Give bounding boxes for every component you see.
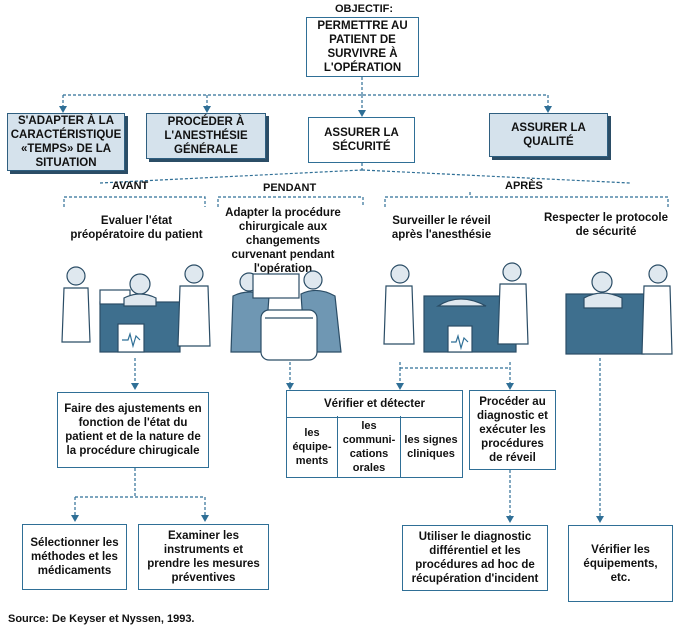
task-adapt-procedure: Adapter la procédure chirurgicale aux ch… xyxy=(225,207,341,275)
action-verify-detect: Vérifier et détecter xyxy=(286,390,463,478)
scene-surgery xyxy=(230,270,342,361)
action-select-methods: Sélectionner les méthodes et les médicam… xyxy=(22,524,127,590)
verify-cell-communications: les communi-cations orales xyxy=(338,416,401,477)
action-diagnose: Procéder au diagnostic et exécuter les p… xyxy=(469,390,556,470)
goal-anesthesia: PROCÉDER À L'ANESTHÉSIE GÉNÉRALE xyxy=(146,113,266,159)
phase-after: APRÈS xyxy=(505,180,543,192)
scene-wakeup-monitoring xyxy=(383,262,529,353)
source-note: Source: De Keyser et Nyssen, 1993. xyxy=(8,613,195,625)
goal-security: ASSURER LA SÉCURITÉ xyxy=(308,117,415,163)
verify-cell-clinical-signs: les signes cliniques xyxy=(404,433,458,460)
verify-detect-title: Vérifier et détecter xyxy=(287,391,462,418)
action-adjustments: Faire des ajustements en fonction de l'é… xyxy=(57,392,209,468)
task-respect-protocol: Respecter le protocole de sécurité xyxy=(544,212,668,238)
phase-before: AVANT xyxy=(112,180,149,192)
action-examine-instruments: Examiner les instruments et prendre les … xyxy=(138,524,269,590)
task-evaluate: Evaluer l'état préopératoire du patient xyxy=(70,215,203,241)
verify-cell-equipment: les équipe-ments xyxy=(287,416,338,477)
phase-during: PENDANT xyxy=(263,182,317,194)
objective-box: PERMETTRE AU PATIENT DE SURVIVRE À L'OPÉ… xyxy=(306,17,419,77)
action-use-diagnosis: Utiliser le diagnostic différentiel et l… xyxy=(402,525,548,591)
goal-adapt-time: S'ADAPTER À LA CARACTÉRISTIQUE «TEMPS» D… xyxy=(7,113,125,171)
scene-preop-evaluation xyxy=(61,264,211,353)
goal-quality: ASSURER LA QUALITÉ xyxy=(489,113,608,157)
task-monitor-wakeup: Surveiller le réveil après l'anesthésie xyxy=(391,215,492,241)
scene-security-protocol xyxy=(565,264,673,355)
action-verify-equipment: Vérifier les équipements, etc. xyxy=(568,525,673,602)
objective-label: OBJECTIF: xyxy=(335,3,394,15)
